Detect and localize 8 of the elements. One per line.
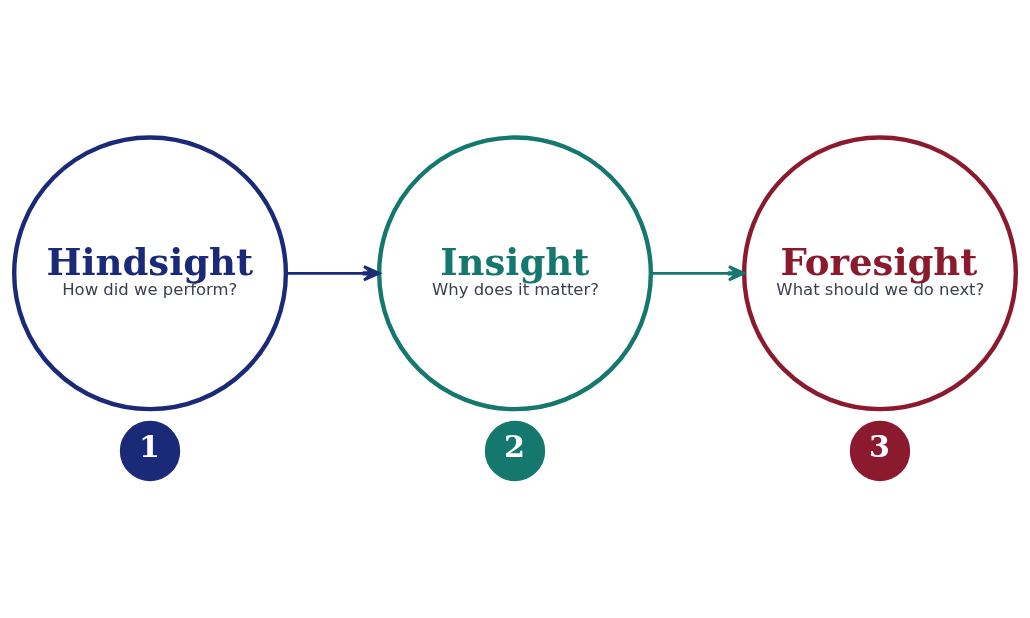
- arrow: [286, 265, 381, 282]
- node-circle: 2: [484, 420, 546, 482]
- arrow: [651, 265, 746, 282]
- node-circle: Foresight What should we do next?: [741, 135, 1018, 412]
- node-circle: Hindsight How did we perform?: [12, 135, 289, 412]
- node-circle: 3: [849, 420, 911, 482]
- node-circle: 1: [119, 420, 181, 482]
- node-circle: Insight Why does it matter?: [376, 135, 654, 412]
